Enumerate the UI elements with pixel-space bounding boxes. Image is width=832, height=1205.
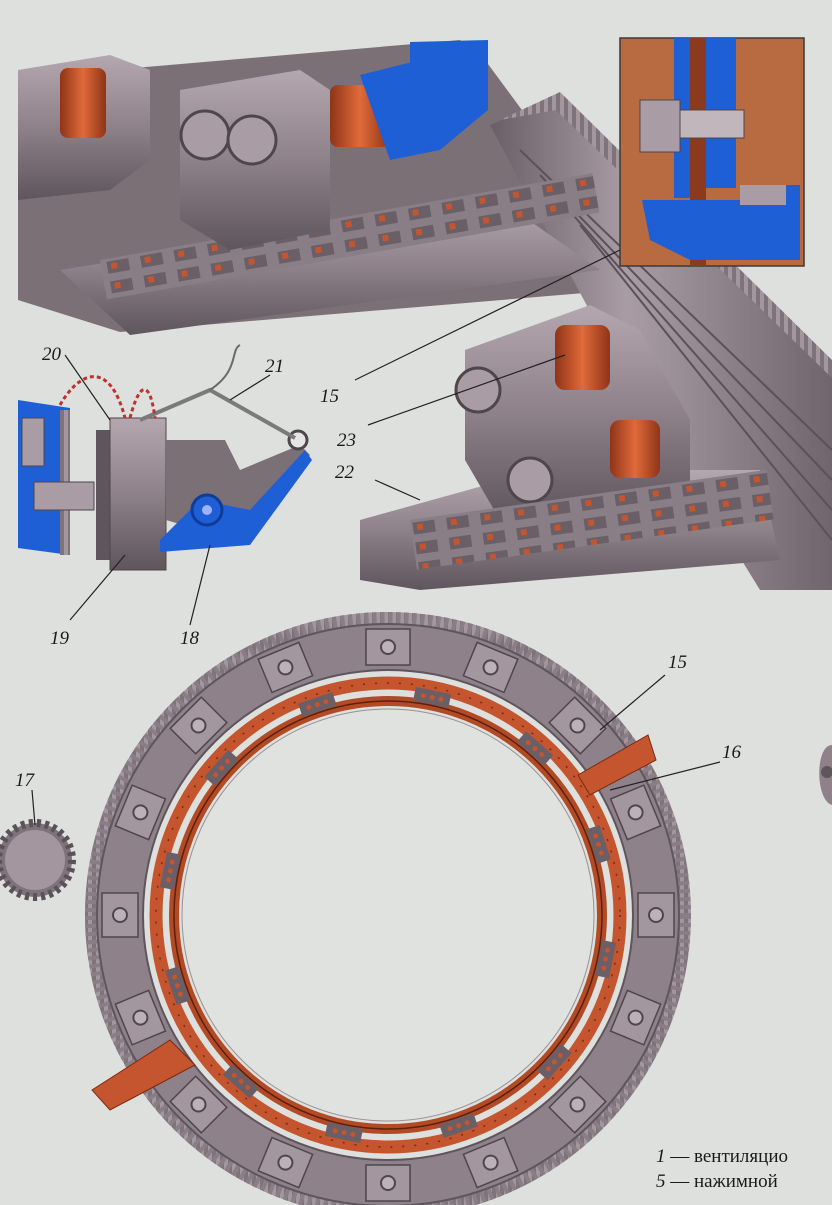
ring-bolt-block bbox=[609, 989, 662, 1046]
ring-brush-holder bbox=[595, 940, 617, 979]
callout-18: 18 bbox=[180, 628, 200, 649]
blue-lever-18 bbox=[160, 450, 312, 552]
lower-brush-row bbox=[409, 469, 774, 570]
ring-bolt-block bbox=[114, 784, 167, 841]
ring-brush-holder bbox=[586, 825, 611, 864]
ring-bolt-block bbox=[257, 1136, 314, 1189]
brush-block-19 bbox=[109, 417, 167, 571]
ring-gear-teeth-detail bbox=[85, 612, 691, 1205]
bus-ring-16-edge bbox=[173, 700, 603, 1130]
leader-20 bbox=[64, 354, 111, 421]
callout-15-top: 15 bbox=[320, 386, 339, 407]
ring-bolt-block bbox=[169, 696, 228, 755]
leader-15-top bbox=[354, 249, 621, 381]
leader-19 bbox=[69, 554, 126, 621]
shunt-wire-20b bbox=[128, 388, 157, 419]
callout-22: 22 bbox=[335, 462, 355, 483]
callout-labels: 15 23 22 20 21 19 18 15 16 17 bbox=[15, 344, 742, 791]
left-copper-sleeve bbox=[60, 68, 106, 138]
legend-text: — нажимной bbox=[670, 1171, 778, 1192]
spring-hook bbox=[209, 344, 241, 391]
callout-15-ring: 15 bbox=[668, 652, 687, 673]
ring-brush-holder bbox=[159, 851, 181, 890]
holder-shaft bbox=[33, 481, 95, 511]
leader-17 bbox=[31, 789, 36, 826]
leader-16 bbox=[609, 761, 721, 791]
lever-pivot-center bbox=[202, 505, 212, 515]
cross-section-inset bbox=[619, 37, 805, 267]
callout-19: 19 bbox=[50, 628, 70, 649]
ring-edge-outer bbox=[96, 623, 680, 1205]
top-blue-clamp bbox=[410, 40, 488, 150]
ring-bolt-block bbox=[114, 989, 167, 1046]
ring-bolt-block bbox=[548, 1075, 607, 1134]
ring-brush-holder bbox=[204, 749, 239, 787]
callout-16: 16 bbox=[722, 742, 742, 763]
legend-text: — вентиляцио bbox=[670, 1146, 788, 1167]
top-assembly bbox=[18, 37, 832, 590]
leader-lines bbox=[31, 249, 721, 826]
leader-23 bbox=[367, 354, 566, 426]
legend-number: 5 bbox=[656, 1171, 666, 1192]
leader-21 bbox=[229, 374, 271, 401]
ring-bolt-block bbox=[637, 892, 675, 938]
bus-ring-15-edge bbox=[155, 682, 621, 1148]
ring-brush-holder bbox=[516, 731, 554, 766]
ring-bolt-block bbox=[169, 1075, 228, 1134]
ring-edge-inner bbox=[142, 669, 634, 1161]
bracket-bolt-1 bbox=[179, 109, 231, 161]
ring-bolt-blocks bbox=[101, 628, 675, 1202]
ring-brush-holder bbox=[537, 1043, 572, 1081]
leader-15-ring bbox=[599, 674, 666, 731]
ring-assembly bbox=[0, 612, 832, 1205]
ring-interior bbox=[181, 708, 595, 1122]
holder-screw bbox=[21, 417, 45, 467]
drive-pinion-body bbox=[5, 830, 65, 890]
callout-21: 21 bbox=[265, 356, 284, 377]
copper-sleeve-23 bbox=[555, 325, 610, 390]
bracket-bolt-bottom bbox=[506, 456, 554, 504]
brush-row bbox=[100, 173, 600, 300]
middle-right-assembly bbox=[360, 305, 780, 590]
ring-bolt-block bbox=[365, 628, 411, 666]
ring-bolt-block bbox=[365, 1164, 411, 1202]
callout-20: 20 bbox=[42, 344, 62, 365]
ring-brush-holder bbox=[298, 692, 337, 717]
ring-brush-holder bbox=[324, 1122, 363, 1144]
ring-brush-holder bbox=[413, 686, 452, 708]
ring-brush-holder bbox=[165, 966, 190, 1005]
copper-sleeve-lower bbox=[610, 420, 660, 478]
ring-bolt-block bbox=[609, 784, 662, 841]
lead-terminal-left bbox=[91, 1039, 196, 1111]
legend-line-1: 1 — вентиляцио bbox=[656, 1146, 788, 1168]
ring-bolt-block bbox=[462, 1136, 519, 1189]
ring-brush-holders bbox=[159, 686, 617, 1144]
lead-terminal-right bbox=[577, 734, 657, 796]
spring-pin bbox=[287, 429, 309, 451]
brush-holder-detail bbox=[18, 344, 312, 571]
edge-fragment-hole bbox=[821, 766, 832, 778]
leader-18 bbox=[189, 544, 211, 626]
ring-brush-holder bbox=[439, 1113, 478, 1138]
leader-22 bbox=[374, 479, 421, 501]
legend-number: 1 bbox=[656, 1146, 666, 1167]
ring-bolt-block bbox=[101, 892, 139, 938]
ring-bolt-block bbox=[462, 641, 519, 694]
rack-grooves bbox=[519, 149, 832, 541]
bracket-bolt-top bbox=[454, 366, 502, 414]
callout-17: 17 bbox=[15, 770, 36, 791]
bracket-bolt-2 bbox=[226, 114, 278, 166]
ring-bolt-block bbox=[257, 641, 314, 694]
ring-bolt-block bbox=[548, 696, 607, 755]
callout-23: 23 bbox=[337, 430, 356, 451]
legend-line-2: 5 — нажимной bbox=[656, 1171, 778, 1193]
ring-brush-holder bbox=[222, 1064, 260, 1099]
